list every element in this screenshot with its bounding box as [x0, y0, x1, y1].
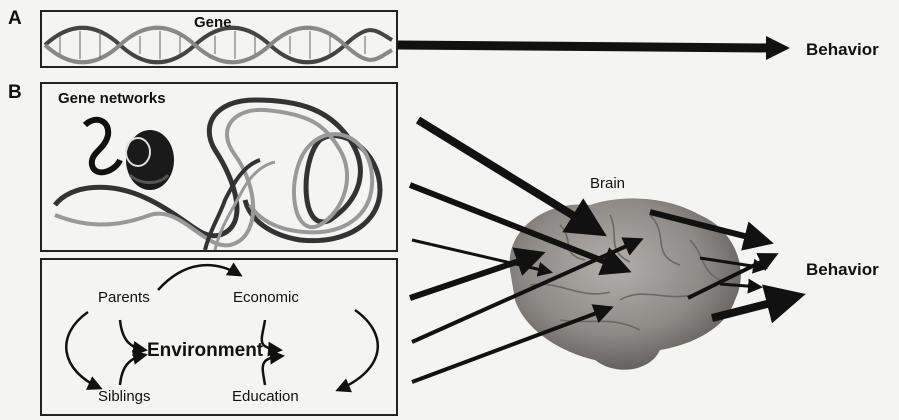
gene-title: Gene — [194, 14, 232, 31]
panel-b-letter: B — [8, 82, 22, 104]
environment-box — [40, 258, 398, 416]
env-economic: Economic — [233, 289, 299, 306]
behavior-label-b: Behavior — [806, 260, 879, 280]
env-parents: Parents — [98, 289, 150, 306]
arrow-icon — [398, 45, 770, 48]
env-center: Environment — [147, 340, 263, 362]
panel-a-letter: A — [8, 8, 22, 30]
env-siblings: Siblings — [98, 388, 151, 405]
arrow-icon — [766, 36, 790, 60]
gene-networks-box — [40, 82, 398, 252]
behavior-label-a: Behavior — [806, 40, 879, 60]
gene-networks-title: Gene networks — [58, 90, 166, 107]
brain-label: Brain — [590, 175, 625, 192]
env-education: Education — [232, 388, 299, 405]
